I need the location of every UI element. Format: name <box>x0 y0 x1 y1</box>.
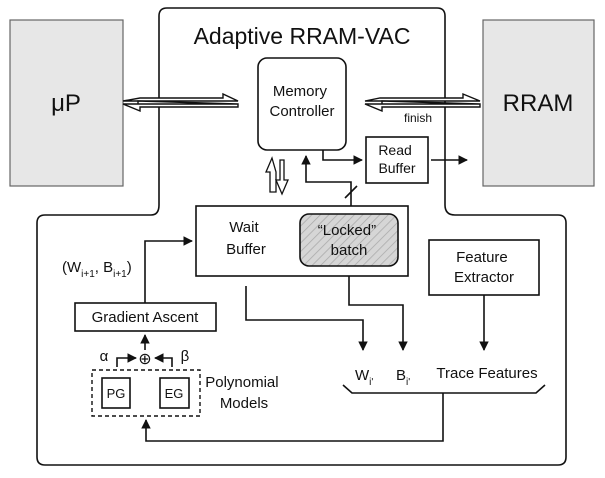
microprocessor-block <box>9 19 124 187</box>
wb-next-close: ) <box>127 259 132 276</box>
locked-batch-box <box>299 213 399 267</box>
mc-to-read-buffer-arrow <box>322 150 363 165</box>
locked-batch-line1: “Locked” <box>318 222 376 239</box>
up-mc-bidirectional-arrow <box>122 92 239 102</box>
beta-to-sum-arrow <box>154 353 173 367</box>
up-mc-bidirectional-arrow-lower <box>122 100 239 113</box>
mc-wait-buffer-hollow-arrows-down <box>275 159 289 196</box>
wb-next-b-sub: i+1 <box>113 269 127 280</box>
feature-extractor-line2: Extractor <box>454 269 514 286</box>
read-buffer-box <box>365 136 429 184</box>
pg-box <box>101 377 131 409</box>
wait-buffer-label: Wait Buffer <box>226 219 266 258</box>
locked-batch-to-mc-arrow <box>301 155 352 214</box>
alpha-label: α <box>100 348 109 365</box>
locked-batch-label: “Locked” batch <box>318 222 381 259</box>
locked-batch-line2: batch <box>331 242 368 259</box>
mc-rram-bidirectional-arrow <box>364 92 481 102</box>
alpha-to-sum-arrow <box>116 353 137 367</box>
mc-rram-bidirectional-arrow-lower <box>364 100 481 113</box>
features-bracket <box>342 384 546 394</box>
system-title: Adaptive RRAM-VAC <box>194 23 411 49</box>
gradient-ascent-box <box>74 302 217 332</box>
feature-extractor-line1: Feature <box>456 249 508 266</box>
mc-wait-buffer-hollow-arrows <box>265 156 277 193</box>
rram-vac-boundary <box>36 7 567 466</box>
rram-label: RRAM <box>503 90 574 117</box>
beta-label: β <box>181 348 190 365</box>
pg-label: PG <box>107 386 126 401</box>
wb-next-label: (Wi+1, Bi+1) <box>62 259 132 280</box>
gradient-ascent-label: Gradient Ascent <box>92 309 200 326</box>
locked-batch-to-bi-arrow <box>348 276 408 351</box>
read-buffer-line2: Buffer <box>378 160 415 176</box>
wb-next-mid: , B <box>95 259 113 276</box>
trace-features-label: Trace Features <box>436 365 537 382</box>
gradient-ascent-to-wait-buffer-arrow <box>144 236 193 303</box>
wi-sub: i' <box>369 377 373 388</box>
wait-buffer-to-wi-arrow <box>245 286 368 351</box>
finish-label: finish <box>404 111 432 125</box>
bi-base: B <box>396 367 406 384</box>
bi-sub: i' <box>406 377 410 388</box>
feature-extractor-label: Feature Extractor <box>454 249 514 286</box>
memory-controller-line1: Memory <box>273 83 328 100</box>
features-to-models-feedback-arrow <box>141 393 444 442</box>
wait-buffer-line1: Wait <box>229 219 259 236</box>
wb-next-open: (W <box>62 259 82 276</box>
polynomial-models-line2: Models <box>220 395 268 412</box>
polynomial-models-line1: Polynomial <box>205 374 278 391</box>
wait-buffer-line2: Buffer <box>226 241 266 258</box>
read-buffer-label: Read Buffer <box>378 142 416 176</box>
wb-next-w-sub: i+1 <box>81 269 95 280</box>
sum-node: ⊕ <box>138 351 151 368</box>
rram-block <box>482 19 595 187</box>
locked-batch-bus-slash <box>344 185 358 199</box>
memory-controller-label: Memory Controller <box>269 83 334 120</box>
bi-label: Bi' <box>396 367 410 388</box>
eg-label: EG <box>165 386 184 401</box>
memory-controller-box <box>257 57 347 151</box>
read-buffer-line1: Read <box>378 142 411 158</box>
wi-base: W <box>355 367 370 384</box>
microprocessor-label: μP <box>51 90 81 117</box>
memory-controller-line2: Controller <box>269 103 334 120</box>
eg-box <box>159 377 190 409</box>
wi-label: Wi' <box>355 367 373 388</box>
polynomial-models-label: Polynomial Models <box>205 374 283 412</box>
